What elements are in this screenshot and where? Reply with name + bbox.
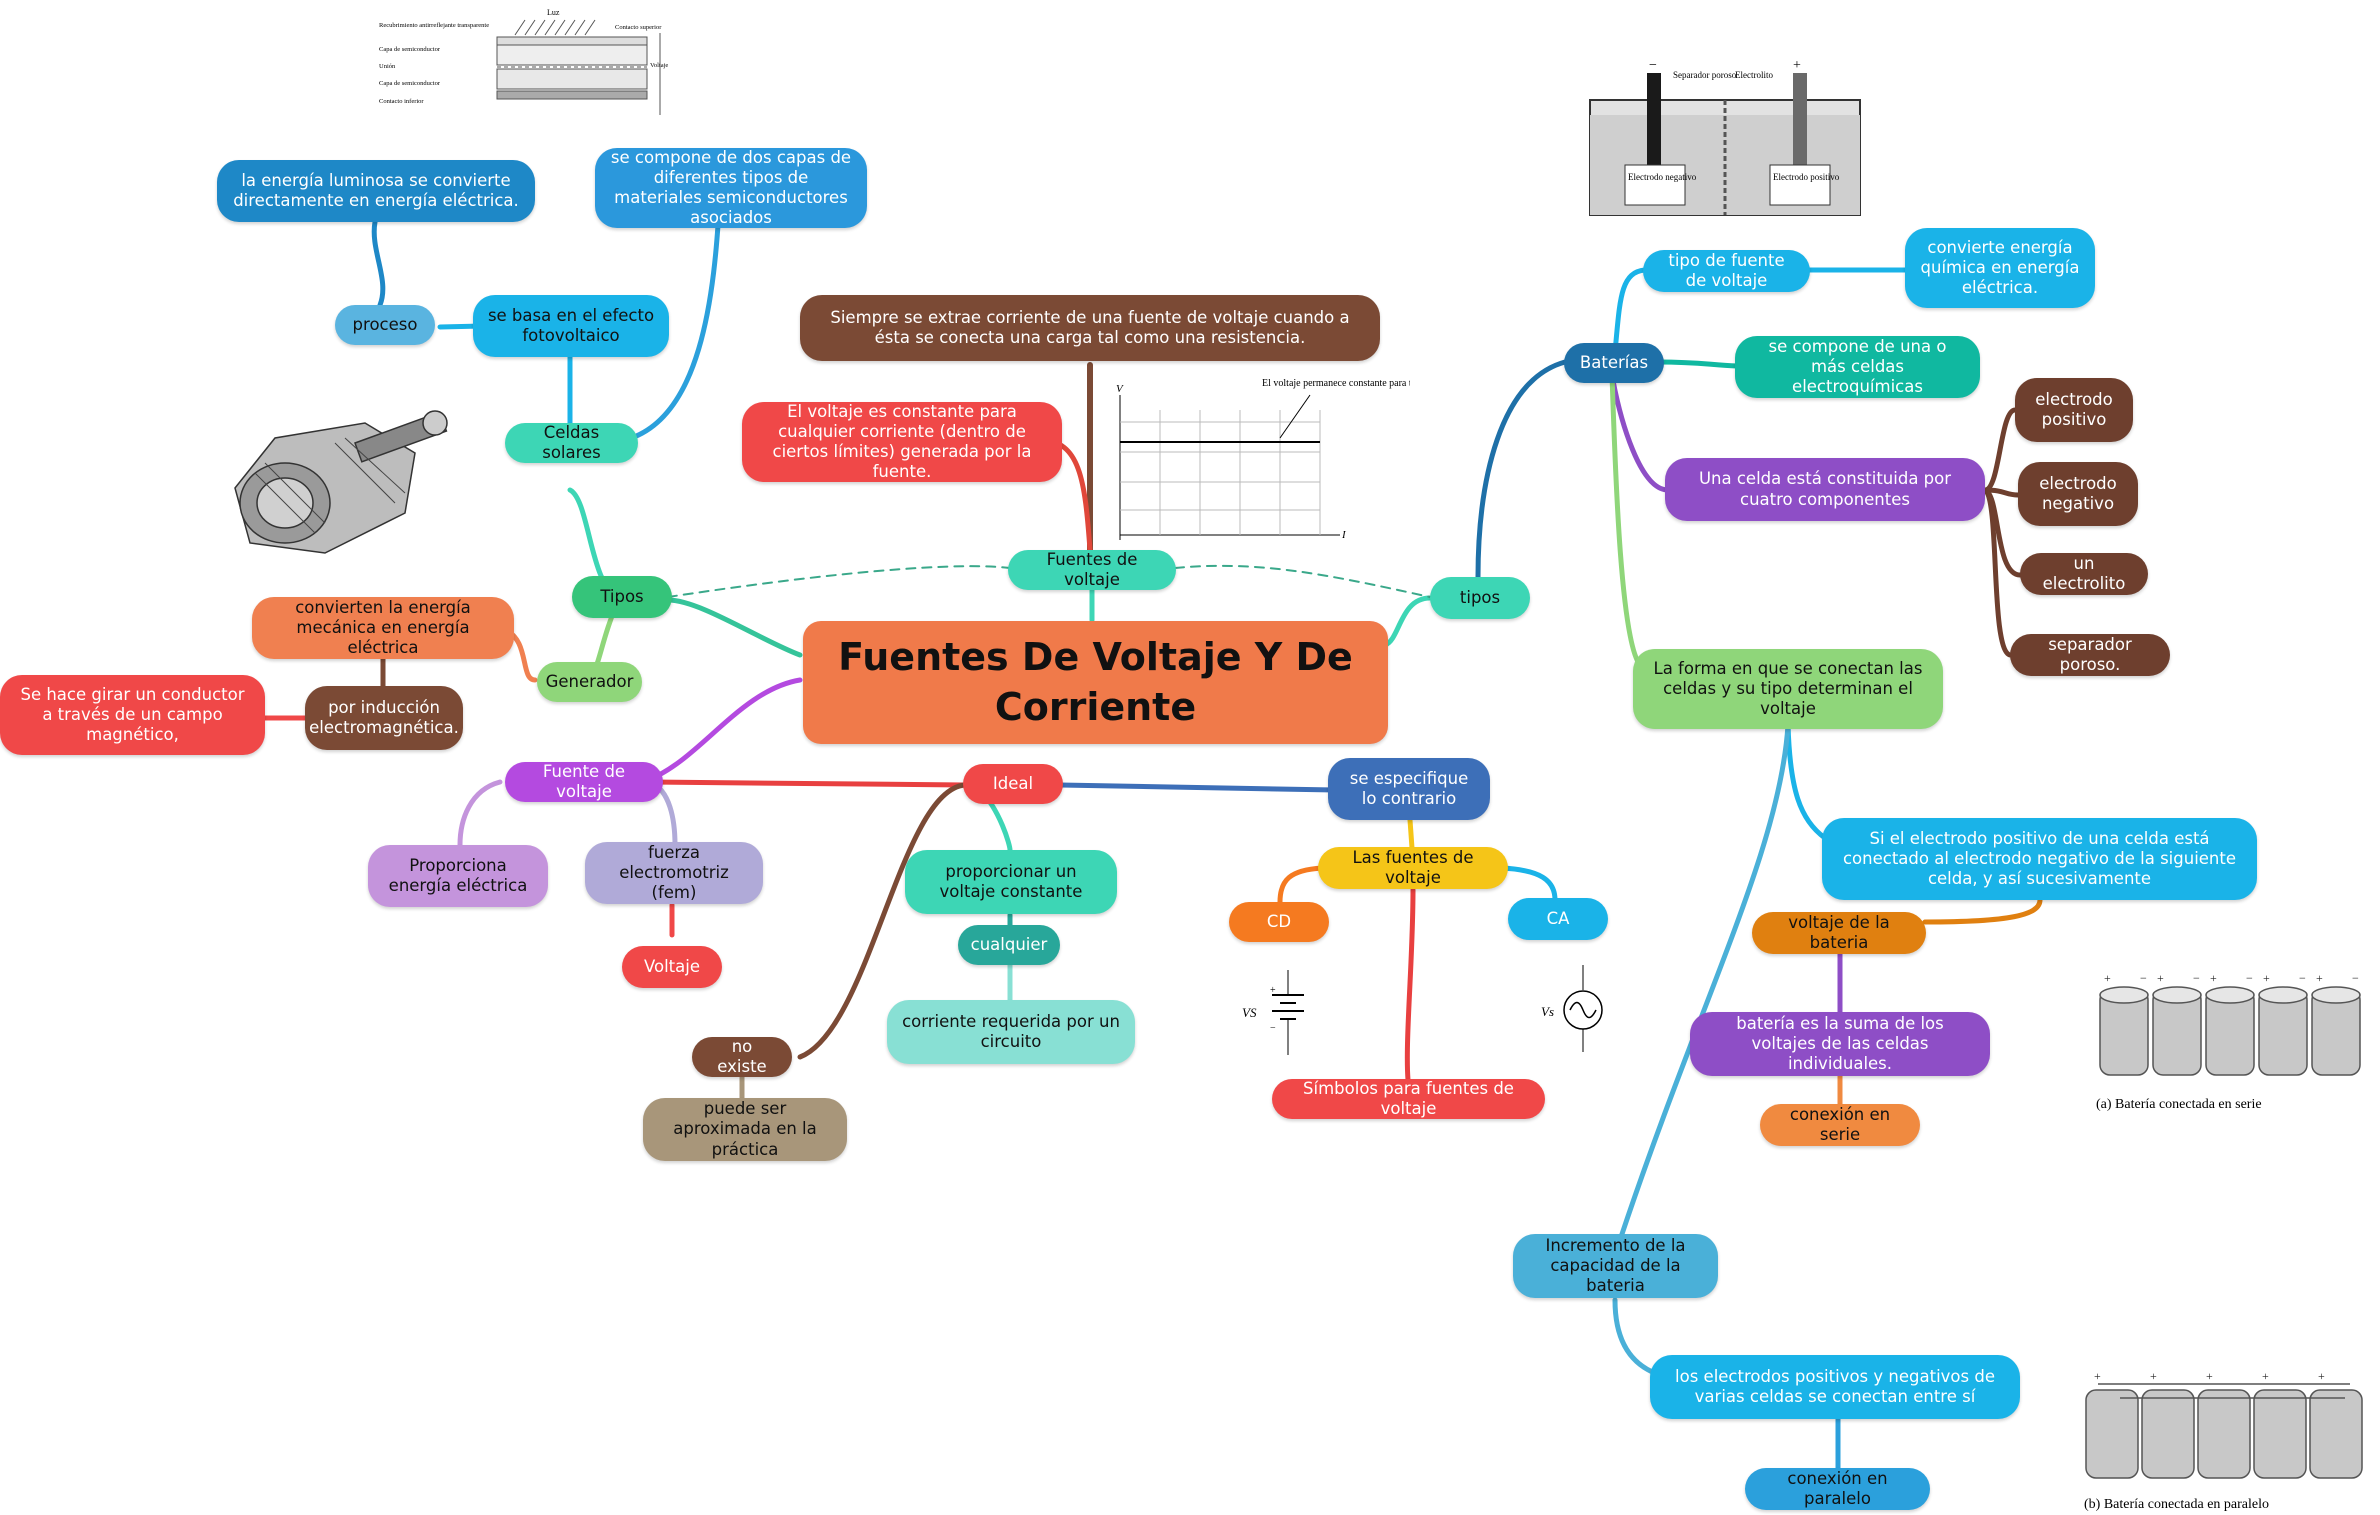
node-convierten-mecanica[interactable]: convierten la energía mecánica en energí… bbox=[252, 597, 514, 659]
node-voltaje-bateria[interactable]: voltaje de la bateria bbox=[1752, 912, 1926, 954]
node-dos-capas[interactable]: se compone de dos capas de diferentes ti… bbox=[595, 148, 867, 228]
svg-text:Unión: Unión bbox=[379, 63, 396, 70]
svg-text:V: V bbox=[1116, 383, 1124, 395]
svg-text:Capa de semiconductor: Capa de semiconductor bbox=[379, 80, 441, 87]
node-suma-voltajes[interactable]: batería es la suma de los voltajes de la… bbox=[1690, 1012, 1990, 1076]
node-cd[interactable]: CD bbox=[1229, 902, 1329, 942]
node-tipo-fuente[interactable]: tipo de fuente de voltaje bbox=[1643, 250, 1810, 292]
battery-cell-diagram: − + Separador poroso Electrolito Electro… bbox=[1589, 58, 1861, 216]
svg-text:Luz: Luz bbox=[547, 8, 560, 17]
svg-text:−: − bbox=[1649, 58, 1657, 73]
svg-text:Contacto superior: Contacto superior bbox=[615, 24, 662, 31]
node-electrodo-positivo[interactable]: electrodo positivo bbox=[2015, 378, 2133, 442]
node-incremento[interactable]: Incremento de la capacidad de la bateria bbox=[1513, 1234, 1718, 1298]
node-tipos-right[interactable]: tipos bbox=[1430, 577, 1530, 619]
node-separador[interactable]: separador poroso. bbox=[2010, 634, 2170, 676]
svg-text:(b) Batería conectada en para: (b) Batería conectada en paralelo bbox=[2084, 1497, 2269, 1512]
svg-text:Capa de semiconductor: Capa de semiconductor bbox=[379, 46, 441, 53]
svg-text:+: + bbox=[2262, 1369, 2269, 1383]
svg-text:Electrolito: Electrolito bbox=[1735, 70, 1773, 80]
central-topic[interactable]: Fuentes De Voltaje Y De Corriente bbox=[803, 621, 1388, 744]
svg-text:Voltaje: Voltaje bbox=[650, 62, 668, 69]
node-una-celda[interactable]: Una celda está constituida por cuatro co… bbox=[1665, 458, 1985, 521]
svg-text:Recubrimiento antirreflejante: Recubrimiento antirreflejante transparen… bbox=[379, 22, 489, 29]
svg-text:−: − bbox=[2352, 971, 2359, 985]
node-celdas-solares[interactable]: Celdas solares bbox=[505, 423, 638, 463]
parallel-battery-illustration: + + + + + (b) Batería conectada en paralelo bbox=[2084, 1369, 2363, 1512]
node-no-existe[interactable]: no existe bbox=[692, 1037, 792, 1077]
node-fem[interactable]: fuerza electromotriz (fem) bbox=[585, 842, 763, 904]
svg-text:Vs: Vs bbox=[1541, 1004, 1554, 1019]
node-proceso[interactable]: proceso bbox=[335, 305, 435, 345]
node-siempre-se-extrae[interactable]: Siempre se extrae corriente de una fuent… bbox=[800, 295, 1380, 361]
node-electrodos-varias[interactable]: los electrodos positivos y negativos de … bbox=[1650, 1355, 2020, 1419]
svg-text:−: − bbox=[2140, 971, 2147, 985]
generator-illustration bbox=[234, 410, 448, 554]
node-cualquier[interactable]: cualquier bbox=[958, 925, 1060, 965]
svg-text:Electrodo negativo: Electrodo negativo bbox=[1628, 172, 1697, 182]
node-ideal[interactable]: Ideal bbox=[963, 764, 1063, 804]
node-electrolito[interactable]: un electrolito bbox=[2020, 553, 2148, 595]
svg-text:+: + bbox=[1793, 58, 1801, 73]
node-celdas-electroquimicas[interactable]: se compone de una o más celdas electroqu… bbox=[1735, 336, 1980, 398]
svg-text:−: − bbox=[2246, 971, 2253, 985]
svg-text:Separador poroso: Separador poroso bbox=[1673, 70, 1737, 80]
node-voltaje[interactable]: Voltaje bbox=[622, 946, 722, 988]
svg-text:(a) Batería conectada en seri: (a) Batería conectada en serie bbox=[2096, 1097, 2262, 1112]
node-electrodo-negativo[interactable]: electrodo negativo bbox=[2018, 462, 2138, 526]
node-efecto-fotovoltaico[interactable]: se basa en el efecto fotovoltaico bbox=[473, 295, 669, 357]
node-fuentes-de-voltaje[interactable]: Fuentes de voltaje bbox=[1008, 550, 1176, 590]
svg-text:+: + bbox=[1270, 985, 1276, 996]
series-battery-illustration: +− +− +− +− +− (a) Batería conectada en … bbox=[2096, 971, 2361, 1112]
node-generador[interactable]: Generador bbox=[537, 662, 642, 702]
svg-text:+: + bbox=[2157, 971, 2164, 985]
node-convierte-quimica[interactable]: convierte energía química en energía elé… bbox=[1905, 228, 2095, 308]
ac-source-symbol: Vs bbox=[1541, 965, 1603, 1052]
svg-text:−: − bbox=[2299, 971, 2306, 985]
node-voltaje-constante[interactable]: El voltaje es constante para cualquier c… bbox=[742, 402, 1062, 482]
voltage-current-graph: El voltaje permanece constante para toda… bbox=[1116, 378, 1410, 541]
node-fuente-de-voltaje[interactable]: Fuente de voltaje bbox=[505, 762, 663, 802]
node-si-electrodo[interactable]: Si el electrodo positivo de una celda es… bbox=[1822, 818, 2257, 900]
node-corriente-requerida[interactable]: corriente requerida por un circuito bbox=[887, 1000, 1135, 1064]
svg-text:Contacto inferior: Contacto inferior bbox=[379, 98, 424, 105]
node-tipos[interactable]: Tipos bbox=[572, 576, 672, 618]
node-ca[interactable]: CA bbox=[1508, 898, 1608, 940]
svg-text:+: + bbox=[2104, 971, 2111, 985]
node-energia-luminosa[interactable]: la energía luminosa se convierte directa… bbox=[217, 160, 535, 222]
svg-text:+: + bbox=[2150, 1369, 2157, 1383]
node-las-fuentes-de-voltaje[interactable]: Las fuentes de voltaje bbox=[1318, 847, 1508, 889]
svg-text:−: − bbox=[1270, 1023, 1276, 1034]
svg-text:+: + bbox=[2316, 971, 2323, 985]
svg-text:+: + bbox=[2318, 1369, 2325, 1383]
svg-text:I: I bbox=[1341, 529, 1347, 541]
node-especifique[interactable]: se especifique lo contrario bbox=[1328, 758, 1490, 820]
svg-text:Electrodo positivo: Electrodo positivo bbox=[1773, 172, 1840, 182]
node-conexion-serie[interactable]: conexión en serie bbox=[1760, 1104, 1920, 1146]
svg-text:+: + bbox=[2263, 971, 2270, 985]
node-aproximada[interactable]: puede ser aproximada en la práctica bbox=[643, 1098, 847, 1161]
node-simbolos[interactable]: Símbolos para fuentes de voltaje bbox=[1272, 1079, 1545, 1119]
svg-text:−: − bbox=[2193, 971, 2200, 985]
svg-text:+: + bbox=[2210, 971, 2217, 985]
node-baterias[interactable]: Baterías bbox=[1564, 343, 1664, 383]
node-conexion-paralelo[interactable]: conexión en paralelo bbox=[1745, 1468, 1930, 1510]
node-induccion[interactable]: por inducción electromagnética. bbox=[305, 686, 463, 750]
node-forma-conexion[interactable]: La forma en que se conectan las celdas y… bbox=[1633, 649, 1943, 729]
dc-source-symbol: + − VS bbox=[1242, 970, 1304, 1055]
svg-text:VS: VS bbox=[1242, 1005, 1257, 1020]
svg-text:+: + bbox=[2094, 1369, 2101, 1383]
svg-text:+: + bbox=[2206, 1369, 2213, 1383]
node-proporciona-energia[interactable]: Proporciona energía eléctrica bbox=[368, 845, 548, 907]
solar-cell-diagram: Luz Recubrimiento antirreflejante transp… bbox=[379, 8, 668, 115]
node-proporcionar-voltaje[interactable]: proporcionar un voltaje constante bbox=[905, 850, 1117, 914]
svg-text:El voltaje permanece constante: El voltaje permanece constante para toda… bbox=[1262, 378, 1410, 389]
node-conductor[interactable]: Se hace girar un conductor a través de u… bbox=[0, 675, 265, 755]
